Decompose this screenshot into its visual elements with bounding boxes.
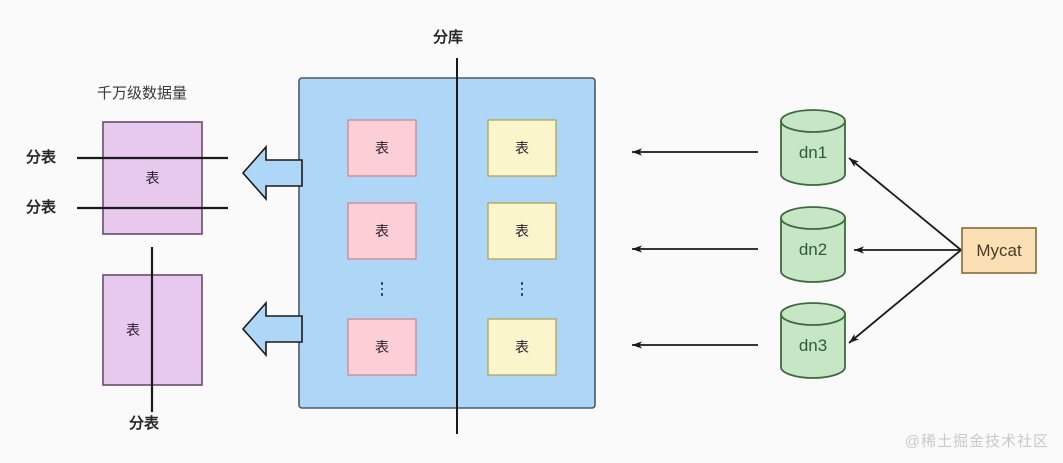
- block-arrow-upper: [241, 144, 303, 202]
- split-db-label: 分库: [433, 29, 464, 46]
- datanode-cylinder-dn3: [780, 302, 846, 379]
- datanode-dn2-label: dn2: [798, 239, 828, 259]
- datanode-dn3-label: dn3: [798, 335, 828, 355]
- purple-table-upper-label: 表: [145, 170, 160, 186]
- shard-table-yellow-2: [487, 202, 557, 260]
- split-table-label-3: 分表: [129, 415, 160, 432]
- watermark: @稀土掘金技术社区: [904, 433, 1049, 450]
- datanode-cylinder-dn2: [780, 206, 846, 283]
- vertical-ellipsis-left-column: [374, 278, 390, 300]
- shard-table-pink-3: [347, 318, 417, 376]
- left-section-title: 千万级数据量: [97, 85, 188, 102]
- shard-table-yellow-1-label: 表: [515, 140, 529, 156]
- datanode-dn1-label: dn1: [798, 142, 828, 162]
- shard-table-yellow-1: [487, 119, 557, 177]
- shard-table-yellow-2-label: 表: [515, 223, 529, 239]
- split-table-label-1: 分表: [26, 149, 57, 166]
- purple-table-lower-label: 表: [126, 322, 140, 338]
- shard-table-pink-2-label: 表: [375, 223, 389, 239]
- shard-table-pink-1: [347, 119, 417, 177]
- shard-table-yellow-3-label: 表: [515, 339, 529, 355]
- arrow-mycat-to-dn3: [848, 249, 962, 344]
- shard-table-pink-2: [347, 202, 417, 260]
- block-arrow-lower: [241, 300, 303, 358]
- datanode-cylinder-dn1: [780, 109, 846, 186]
- split-table-label-2: 分表: [26, 199, 57, 216]
- arrow-mycat-to-dn1: [848, 157, 962, 251]
- shard-table-yellow-3: [487, 318, 557, 376]
- shard-table-pink-3-label: 表: [375, 339, 389, 355]
- mycat-node-rect: [961, 227, 1037, 274]
- mycat-node-label: Mycat: [976, 240, 1022, 260]
- shard-table-pink-1-label: 表: [375, 140, 389, 156]
- purple-table-upper-rect: [102, 121, 203, 235]
- vertical-ellipsis-right-column: [514, 278, 530, 300]
